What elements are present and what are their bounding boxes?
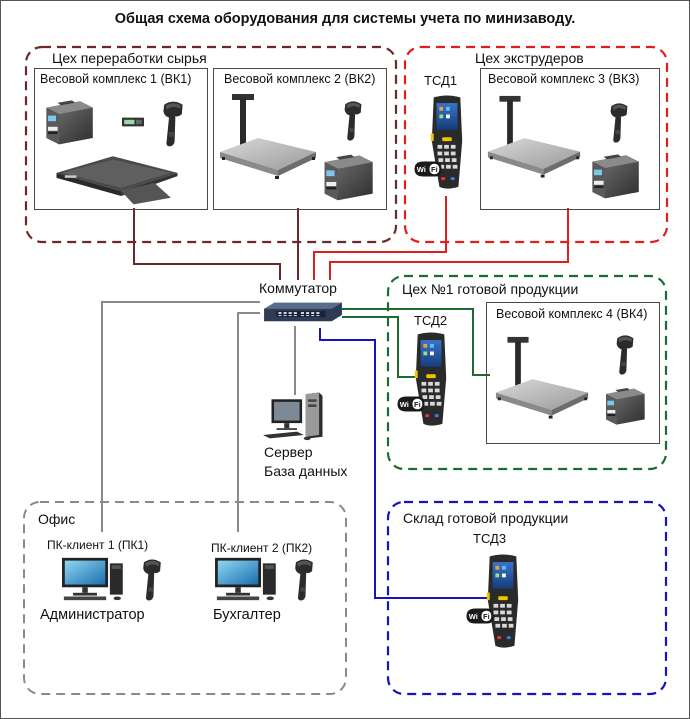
zone-office-label: Офис [38, 511, 76, 527]
network-switch-icon [264, 302, 342, 322]
pc2-user-label: Бухгалтер [213, 607, 281, 623]
zone-extruders-border [403, 45, 669, 244]
zone-extruders-label: Цех экструдеров [475, 50, 584, 66]
zone-warehouse-border [386, 500, 668, 696]
station-vk3-label: Весовой комплекс 3 (ВК3) [488, 72, 640, 86]
zone-finished-workshop-label: Цех №1 готовой продукции [402, 281, 579, 297]
tsd3-label: ТСД3 [473, 531, 507, 546]
handheld-terminal-icon [414, 332, 447, 426]
desktop-pc-icon [215, 557, 276, 601]
link-vk3-switch [329, 208, 569, 280]
barcode-scanner-icon [295, 559, 313, 601]
link-pc2-switch [237, 312, 260, 532]
link-tsd2-switch [342, 308, 490, 376]
zone-raw-processing-border [24, 45, 398, 244]
station-box-vk2 [213, 68, 387, 210]
station-vk2-label: Весовой комплекс 2 (ВК2) [224, 72, 376, 86]
barcode-scanner-icon [143, 559, 161, 601]
diagram-title: Общая схема оборудования для системы уче… [114, 11, 576, 27]
link-tsd3-switch [319, 328, 487, 599]
wifi-icon [466, 608, 494, 624]
station-vk4-label: Весовой комплекс 4 (ВК4) [496, 307, 648, 321]
link-tsd1-switch [313, 196, 447, 280]
handheld-terminal-icon [486, 554, 519, 648]
tsd2-label: ТСД2 [414, 313, 448, 328]
desktop-pc-icon [62, 557, 123, 601]
zone-warehouse-label: Склад готовой продукции [403, 510, 569, 526]
tsd1-label: ТСД1 [424, 73, 458, 88]
station-box-vk1 [34, 68, 208, 210]
pc2-label: ПК-клиент 2 (ПК2) [211, 541, 313, 555]
wifi-icon [397, 396, 425, 412]
pc1-user-label: Администратор [40, 607, 145, 623]
server-label: Сервер [264, 444, 313, 460]
zone-raw-processing-label: Цех переработки сырья [52, 50, 207, 66]
link-vk1-switch [133, 208, 281, 280]
link-pc1-switch [101, 301, 260, 532]
server-icon [263, 392, 323, 441]
station-box-vk3 [480, 68, 660, 210]
link-vk4-switch [342, 316, 418, 378]
station-vk1-label: Весовой комплекс 1 (ВК1) [40, 72, 192, 86]
database-label: База данных [264, 463, 348, 479]
wifi-icon [414, 161, 442, 177]
zone-office-border [23, 501, 347, 695]
pc1-label: ПК-клиент 1 (ПК1) [47, 538, 149, 552]
station-box-vk4 [486, 302, 660, 444]
zone-finished-workshop-border [386, 274, 668, 471]
switch-label: Коммутатор [259, 280, 337, 296]
